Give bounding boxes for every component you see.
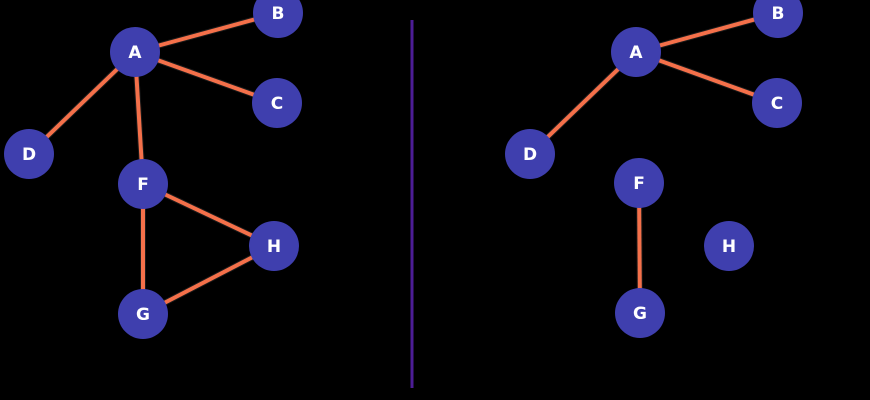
node-circle-G[interactable] — [118, 289, 168, 339]
node-label-G: G — [633, 304, 647, 324]
node-label-H: H — [722, 237, 736, 257]
node-F[interactable]: F — [614, 158, 664, 208]
node-A[interactable]: A — [611, 27, 661, 77]
node-circle-F[interactable] — [118, 159, 168, 209]
node-circle-A[interactable] — [110, 27, 160, 77]
node-label-C: C — [771, 94, 783, 114]
node-label-F: F — [137, 175, 149, 195]
node-C[interactable]: C — [252, 78, 302, 128]
node-B[interactable]: B — [253, 0, 303, 38]
node-circle-F[interactable] — [614, 158, 664, 208]
node-H[interactable]: H — [704, 221, 754, 271]
node-B[interactable]: B — [753, 0, 803, 38]
original-graph-nodes: A B C D F G H — [4, 0, 303, 339]
node-D[interactable]: D — [4, 129, 54, 179]
node-label-F: F — [633, 174, 645, 194]
node-circle-B[interactable] — [753, 0, 803, 38]
node-circle-A[interactable] — [611, 27, 661, 77]
node-F[interactable]: F — [118, 159, 168, 209]
node-circle-G[interactable] — [615, 288, 665, 338]
node-label-B: B — [272, 4, 285, 24]
node-C[interactable]: C — [752, 78, 802, 128]
node-circle-H[interactable] — [249, 221, 299, 271]
node-circle-C[interactable] — [252, 78, 302, 128]
node-label-A: A — [128, 43, 142, 63]
edge-A-C[interactable] — [134, 50, 278, 105]
node-H[interactable]: H — [249, 221, 299, 271]
node-circle-H[interactable] — [704, 221, 754, 271]
node-label-G: G — [136, 305, 150, 325]
node-label-B: B — [772, 4, 785, 24]
node-circle-D[interactable] — [4, 129, 54, 179]
node-label-A: A — [629, 43, 643, 63]
node-label-D: D — [523, 145, 537, 165]
node-D[interactable]: D — [505, 129, 555, 179]
node-A[interactable]: A — [110, 27, 160, 77]
node-circle-B[interactable] — [253, 0, 303, 38]
node-label-D: D — [22, 145, 36, 165]
node-G[interactable]: G — [118, 289, 168, 339]
nodes-layer: A B C D F G H A B C D F G H — [4, 0, 803, 339]
node-G[interactable]: G — [615, 288, 665, 338]
node-label-H: H — [267, 237, 281, 257]
node-circle-C[interactable] — [752, 78, 802, 128]
node-circle-D[interactable] — [505, 129, 555, 179]
node-label-C: C — [271, 94, 283, 114]
reduced-graph-nodes: A B C D F G H — [505, 0, 803, 338]
